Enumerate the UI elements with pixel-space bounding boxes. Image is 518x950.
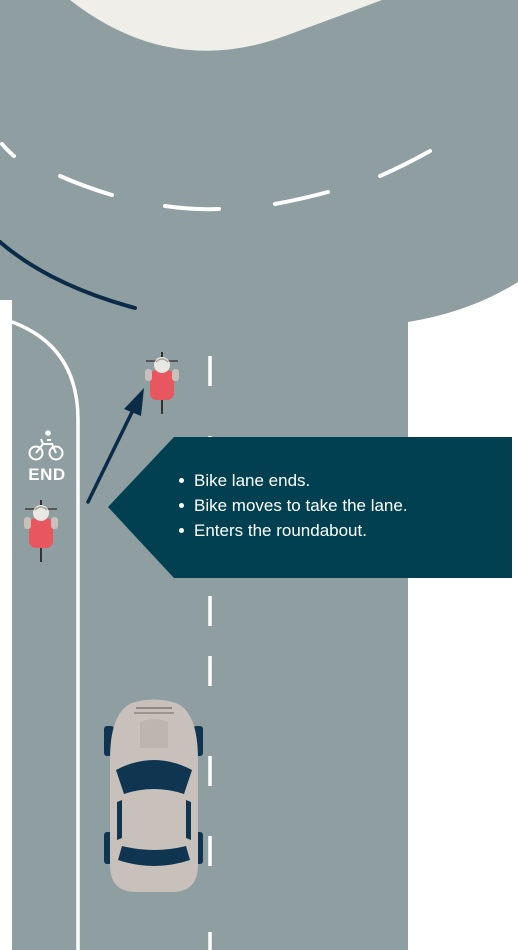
cyclist-in-lane [145,352,179,414]
corner-sidewalk [0,300,12,950]
bike-lane-line [0,316,80,950]
callout-box [108,437,512,578]
car [104,699,203,892]
curb-edge-line [0,240,137,310]
lane-dash [163,204,221,212]
movement-arrow [86,388,144,504]
callout-item: Bike moves to take the lane. [176,493,512,518]
circulating-lane-dashes [0,142,432,212]
car-body [110,699,198,892]
bicycle-icon [28,430,64,461]
lane-dash [273,190,330,206]
car-hood [140,719,168,748]
lane-dash [58,174,114,197]
car-side-window [186,800,191,840]
lane-dash [0,142,16,158]
car-rear-window [118,846,190,866]
cyclist-in-bike-lane [24,500,58,562]
callout-item: Bike lane ends. [176,468,512,493]
car-side-window [117,800,122,840]
lane-dash [378,149,432,178]
central-island [70,0,382,51]
bike-lane-end-label: END [28,465,66,484]
callout-item: Enters the roundabout. [176,518,512,543]
car-windshield [116,760,192,794]
callout-list: Bike lane ends. Bike moves to take the l… [176,468,512,543]
